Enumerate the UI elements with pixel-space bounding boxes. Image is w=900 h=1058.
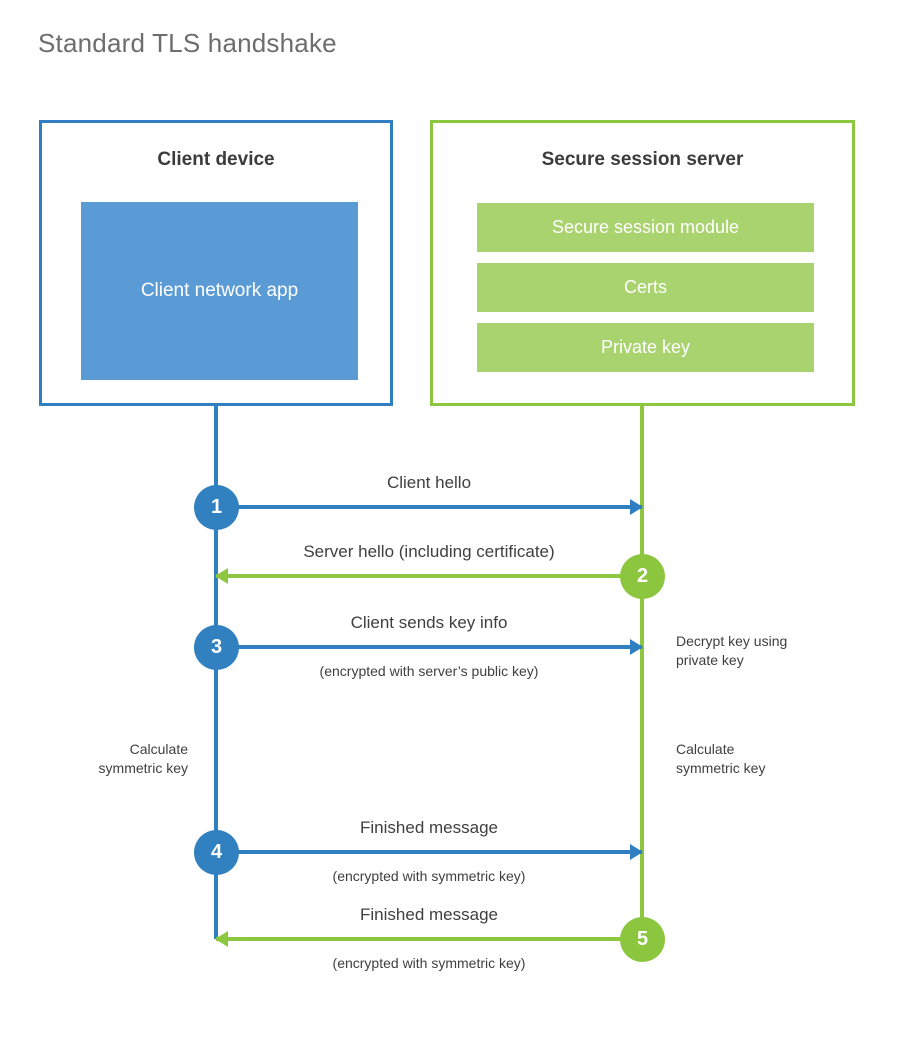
message-label: Server hello (including certificate) — [303, 542, 555, 561]
message-label: Client hello — [386, 473, 472, 492]
server-component-private-key: Private key — [477, 323, 814, 372]
annotation-decrypt-key: Decrypt key using private key — [676, 633, 788, 668]
message-sublabel: (encrypted with symmetric key) — [332, 955, 526, 971]
message-arrow-server-finished: Finished message (encrypted with symmetr… — [215, 905, 642, 971]
client-lifeline — [214, 406, 218, 939]
secure-session-server-box: Secure session server Secure session mod… — [430, 120, 855, 406]
message-sublabel: (encrypted with server’s public key) — [319, 663, 539, 679]
step-circle-4: 4 — [194, 830, 239, 875]
server-component-label: Private key — [600, 337, 691, 357]
message-line — [216, 645, 642, 649]
step-number: 2 — [636, 565, 649, 587]
message-arrow-client-hello: Client hello — [216, 473, 643, 515]
arrow-head-icon — [215, 931, 228, 947]
message-arrow-server-hello: Server hello (including certificate) — [215, 542, 642, 584]
message-arrow-client-key-info: Client sends key info (encrypted with se… — [216, 613, 643, 679]
secure-session-server-title: Secure session server — [541, 149, 744, 170]
arrow-head-icon — [630, 499, 643, 515]
step-number: 3 — [210, 636, 223, 658]
step-circle-5: 5 — [620, 917, 665, 962]
server-component-label: Certs — [623, 277, 667, 297]
message-line — [216, 937, 642, 941]
step-circle-3: 3 — [194, 625, 239, 670]
annotation-server-calculate-symmetric-key: Calculate symmetric key — [676, 741, 766, 776]
message-arrow-client-finished: Finished message (encrypted with symmetr… — [216, 818, 643, 884]
step-number: 5 — [636, 928, 649, 950]
arrow-head-icon — [630, 844, 643, 860]
message-line — [216, 850, 642, 854]
message-label: Finished message — [360, 905, 498, 924]
message-line — [216, 505, 642, 509]
step-number: 4 — [210, 841, 223, 863]
step-circle-1: 1 — [194, 485, 239, 530]
client-device-box: Client device Client network app — [39, 120, 393, 406]
message-label: Finished message — [360, 818, 498, 837]
message-label: Client sends key info — [350, 613, 508, 632]
arrow-head-icon — [630, 639, 643, 655]
step-number: 1 — [210, 496, 223, 518]
server-component-secure-session-module: Secure session module — [477, 203, 814, 252]
message-line — [216, 574, 642, 578]
client-device-title: Client device — [157, 149, 275, 170]
client-network-app-block: Client network app — [81, 202, 358, 380]
message-sublabel: (encrypted with symmetric key) — [332, 868, 526, 884]
page-title: Standard TLS handshake — [38, 28, 337, 58]
step-circle-2: 2 — [620, 554, 665, 599]
server-lifeline — [640, 406, 644, 939]
server-component-label: Secure session module — [551, 217, 740, 237]
annotation-client-calculate-symmetric-key: Calculate symmetric key — [98, 741, 188, 776]
server-component-certs: Certs — [477, 263, 814, 312]
client-network-app-label: Client network app — [140, 279, 299, 301]
arrow-head-icon — [215, 568, 228, 584]
